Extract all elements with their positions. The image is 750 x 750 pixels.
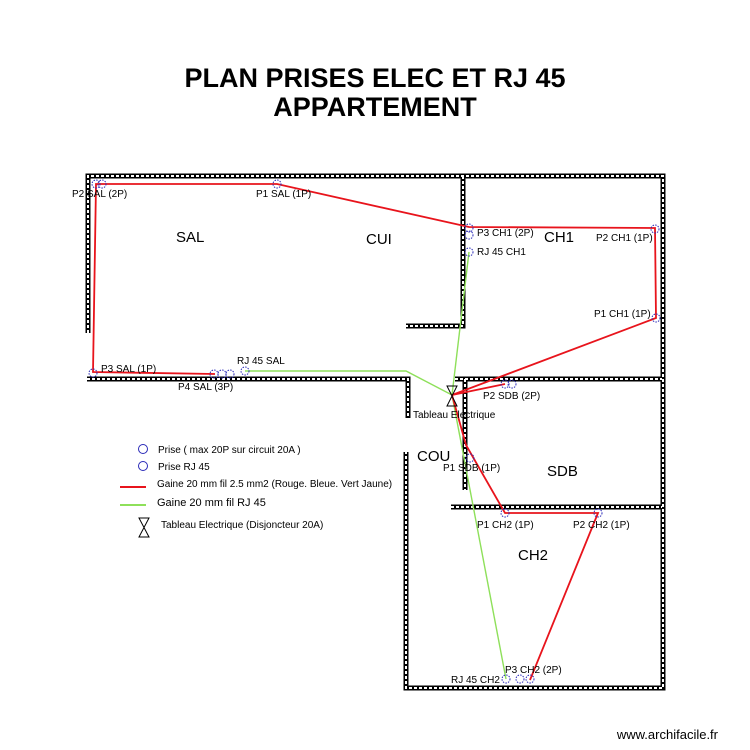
sockets (88, 179, 661, 684)
room-sdb: SDB (547, 463, 578, 480)
wall-outline (85, 173, 666, 691)
label-p2-sdb: P2 SDB (2P) (483, 391, 540, 402)
label-p3-sal: P3 SAL (1P) (101, 364, 156, 375)
socket-icon (464, 247, 474, 257)
walls (85, 173, 666, 691)
socket-icon (500, 508, 510, 518)
label-rj45-ch2: RJ 45 CH2 (451, 675, 500, 686)
label-rj45-ch1: RJ 45 CH1 (477, 247, 526, 258)
label-rj45-sal: RJ 45 SAL (237, 356, 285, 367)
legend: Prise ( max 20P sur circuit 20A ) Prise … (120, 444, 392, 538)
sdb-circuit (451, 383, 506, 396)
rj45-ch2-cable (451, 394, 507, 680)
sal-circuit (92, 183, 657, 396)
breaker-panel-icon (446, 385, 458, 407)
label-p1-ch1: P1 CH1 (1P) (594, 309, 651, 320)
socket-icon (507, 379, 517, 389)
socket-icon (272, 179, 282, 189)
label-p2-ch1: P2 CH1 (1P) (596, 233, 653, 244)
socket-icon (525, 674, 535, 684)
legend-gaine-elec: Gaine 20 mm fil 2.5 mm2 (Rouge. Bleue. V… (157, 479, 392, 490)
label-tableau: Tableau Electrique (413, 410, 496, 421)
breaker-panel-icon (138, 517, 150, 538)
room-sal: SAL (176, 229, 204, 246)
wall-hatch (87, 175, 664, 689)
ch2-circuit (451, 394, 600, 681)
room-ch1: CH1 (544, 229, 574, 246)
socket-icon (465, 453, 475, 463)
socket-icon (240, 366, 250, 376)
prise-rj45-icon (138, 461, 148, 471)
socket-icon (501, 674, 511, 684)
label-p1-sdb: P1 SDB (1P) (443, 463, 500, 474)
wiring-electric (92, 183, 657, 681)
legend-prise-rj45: Prise RJ 45 (158, 462, 210, 473)
rj45-sal-cable (245, 370, 453, 396)
rj45-ch1-cable (451, 251, 470, 396)
footer-watermark: www.archifacile.fr (616, 727, 718, 742)
plan-title-line2: APPARTEMENT (273, 92, 477, 122)
socket-icon (500, 379, 510, 389)
label-p4-sal: P4 SAL (3P) (178, 382, 233, 393)
wiring-rj45 (245, 251, 507, 680)
room-cou: COU (417, 448, 450, 465)
plan-title-line1: PLAN PRISES ELEC ET RJ 45 (184, 63, 566, 93)
socket-icon (650, 224, 660, 234)
label-p3-ch1: P3 CH1 (2P) (477, 228, 534, 239)
label-p2-ch2: P2 CH2 (1P) (573, 520, 630, 531)
socket-icon (97, 179, 107, 189)
socket-icon (88, 368, 98, 378)
socket-icon (651, 313, 661, 323)
legend-gaine-rj45: Gaine 20 mm fil RJ 45 (157, 497, 266, 509)
socket-icon (464, 230, 474, 240)
legend-prise: Prise ( max 20P sur circuit 20A ) (158, 445, 301, 456)
legend-tableau: Tableau Electrique (Disjoncteur 20A) (161, 520, 323, 531)
socket-icon (464, 223, 474, 233)
socket-icon (225, 369, 235, 379)
socket-icon (91, 179, 101, 189)
socket-icon (515, 674, 525, 684)
label-p2-sal: P2 SAL (2P) (72, 189, 127, 200)
room-cui: CUI (366, 231, 392, 248)
label-p3-ch2: P3 CH2 (2P) (505, 665, 562, 676)
prise-icon (138, 444, 148, 454)
room-ch2: CH2 (518, 547, 548, 564)
tableau-electrique-symbol (446, 385, 458, 407)
label-p1-sal: P1 SAL (1P) (256, 189, 311, 200)
socket-icon (593, 508, 603, 518)
label-p1-ch2: P1 CH2 (1P) (477, 520, 534, 531)
